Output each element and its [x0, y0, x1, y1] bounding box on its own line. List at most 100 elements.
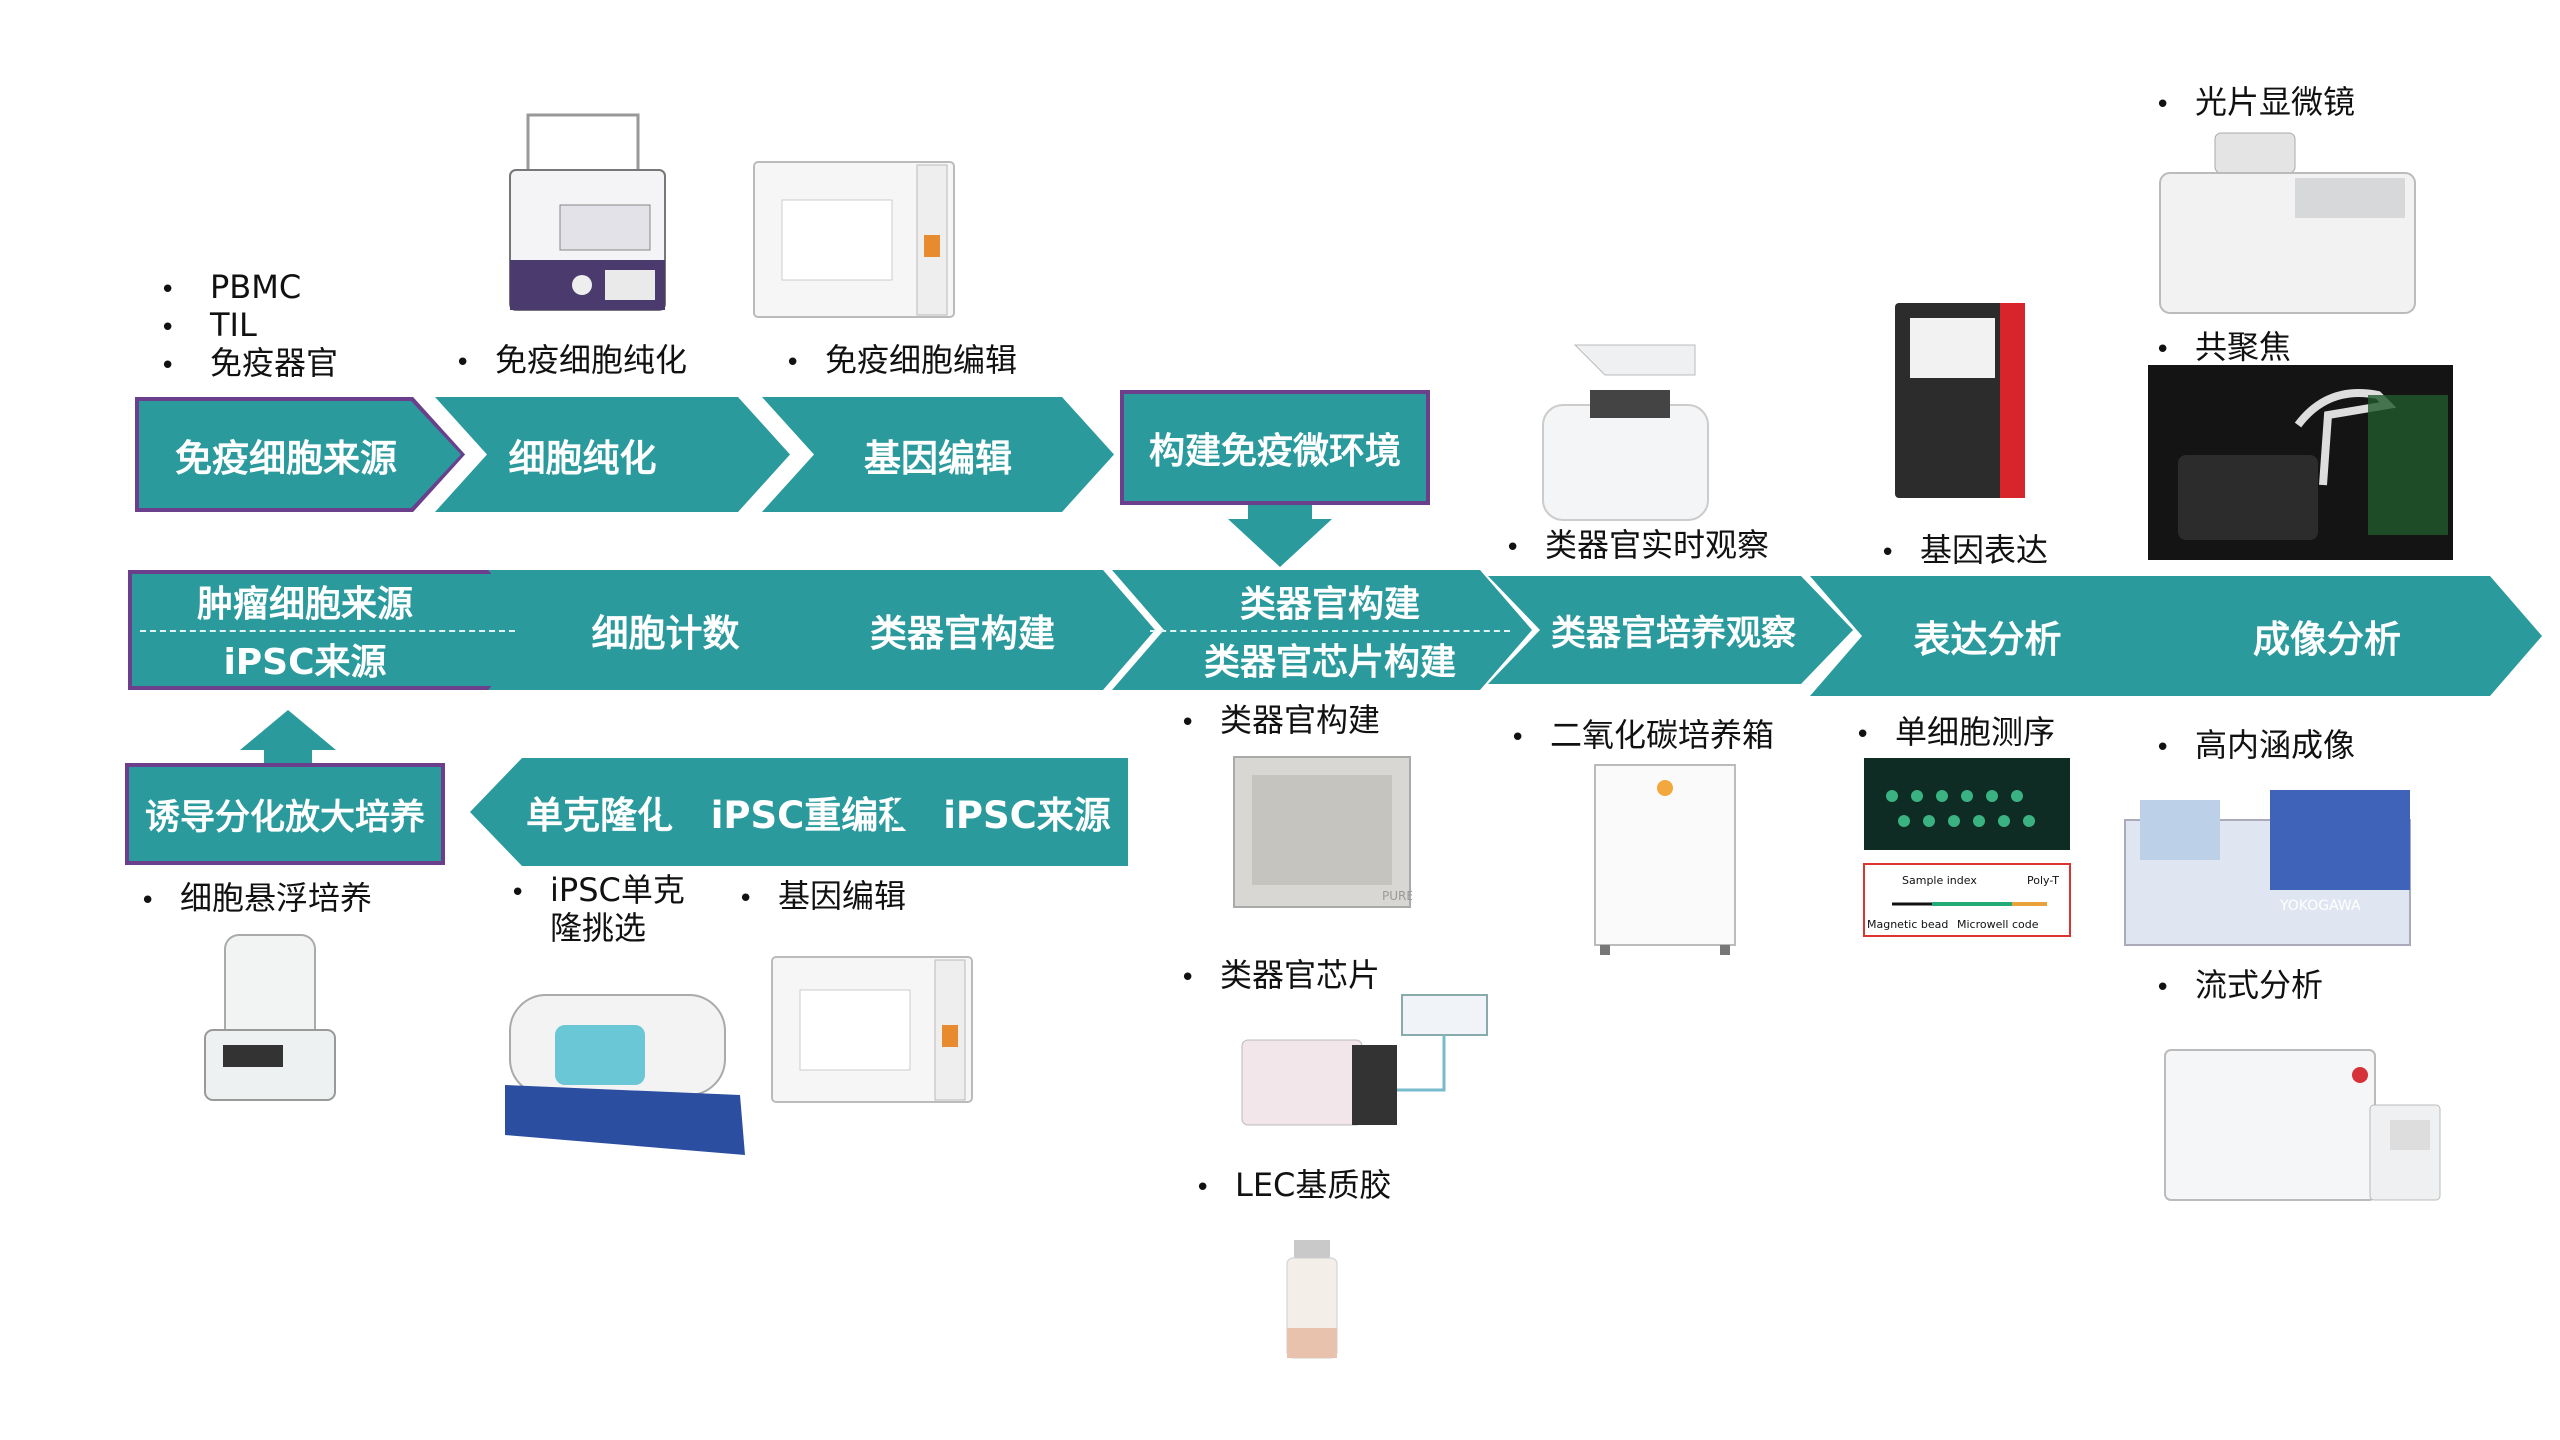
bullet-dot: • — [510, 878, 526, 908]
sc-sample-index-label: Sample index — [1902, 874, 1977, 887]
cell-purify-label: 细胞纯化 — [508, 436, 657, 480]
bullet-clone-pick-text-2: 隆挑选 — [550, 909, 647, 947]
organoid-chip-labels: 类器官构建 类器官芯片构建 — [1165, 572, 1495, 688]
bullet-confocal: •共聚焦 — [2155, 327, 2291, 370]
organoid-build-label-2: 类器官构建 — [1239, 584, 1420, 625]
bullet-dot: • — [160, 275, 176, 305]
cellpure-editor-device-image — [752, 160, 962, 320]
expression-label: 表达分析 — [1913, 618, 2062, 661]
bullet-immune-edit: • 免疫细胞编辑 — [785, 340, 1017, 383]
bullet-realtime-observe: •类器官实时观察 — [1505, 525, 1769, 568]
bullet-bottom-edit: • 基因编辑 — [738, 876, 906, 919]
bullet-clone-pick-line2: 隆挑选 — [550, 908, 646, 948]
high-content-imager-image: YOKOGAWA — [2120, 785, 2415, 950]
cell-purify-chevron: 细胞纯化 — [435, 397, 790, 512]
bullet-til: • TIL — [160, 305, 257, 348]
bullet-bottom-edit-text: 基因编辑 — [778, 877, 907, 915]
organoid-culture-chevron: 类器官培养观察 — [1488, 576, 1853, 684]
bullet-flow: • 流式分析 — [2155, 965, 2323, 1008]
up-arrow — [240, 710, 336, 772]
bullet-single-cell: • 单细胞测序 — [1855, 712, 2055, 755]
bullet-dot: • — [738, 884, 754, 914]
expression-chevron: 表达分析 — [1810, 576, 2165, 696]
bullet-organoid-build-text: 类器官构建 — [1220, 701, 1381, 739]
sc-magnetic-bead-label: Magnetic bead — [1867, 918, 1948, 931]
suspension-culture-device-image — [195, 930, 345, 1105]
bullet-suspension: • 细胞悬浮培养 — [140, 878, 372, 921]
single-cell-diagram-image: Sample index Poly-T Magnetic bead Microw… — [1862, 756, 2072, 941]
bullet-dot: • — [785, 348, 801, 378]
organoid-chip-build-label: 类器官芯片构建 — [1203, 642, 1456, 683]
cellpure-bottom-device-image — [770, 955, 980, 1105]
imaging-chevron: 成像分析 — [2112, 576, 2542, 696]
bullet-single-cell-text: 单细胞测序 — [1895, 713, 2056, 751]
lec-vial-image — [1282, 1238, 1342, 1363]
bullet-dot: • — [1180, 708, 1196, 738]
bullet-organoid-chip: •类器官芯片 — [1180, 955, 1380, 998]
confocal-microscope-image — [2148, 365, 2453, 560]
bullet-dot: • — [1195, 1173, 1211, 1203]
flow-cytometer-image — [2160, 1045, 2445, 1205]
bullet-dot: • — [2155, 973, 2171, 1003]
bullet-flow-text: 流式分析 — [2195, 966, 2324, 1004]
bullet-dot: • — [1855, 720, 1871, 750]
organoid-build-label: 类器官构建 — [870, 612, 1055, 655]
bullet-suspension-text: 细胞悬浮培养 — [180, 879, 373, 917]
monoclonal-label: 单克隆化 — [526, 794, 674, 837]
bullet-confocal-text: 共聚焦 — [2195, 328, 2292, 366]
bullet-pbmc-text: PBMC — [210, 268, 302, 306]
bullet-dot: • — [1510, 723, 1526, 753]
bullet-immune-edit-text: 免疫细胞编辑 — [825, 341, 1018, 379]
bullet-clone-pick-text-1: iPSC单克 — [550, 871, 685, 909]
organoid-chip-divider — [1150, 630, 1510, 632]
bullet-gene-expression-text: 基因表达 — [1920, 531, 2049, 569]
realtime-observer-device-image — [1535, 335, 1715, 530]
bullet-lightsheet: •光片显微镜 — [2155, 82, 2355, 125]
bullet-dot: • — [1880, 538, 1896, 568]
sc-microwell-code-label: Microwell code — [1957, 918, 2039, 931]
bullet-gene-expression: • 基因表达 — [1880, 530, 2048, 573]
tumor-ipsc-divider — [140, 630, 515, 632]
tumor-ipsc-labels: 肿瘤细胞来源 iPSC来源 — [150, 572, 460, 688]
gene-edit-chevron: 基因编辑 — [762, 397, 1114, 512]
cell-purifier-device-image — [500, 110, 675, 320]
sc-poly-t-label: Poly-T — [2027, 874, 2059, 887]
gene-edit-label: 基因编辑 — [864, 436, 1012, 480]
bullet-dot: • — [160, 313, 176, 343]
organoid-culture-label: 类器官培养观察 — [1550, 613, 1796, 654]
device-label-yokogawa: YOKOGAWA — [2279, 898, 2361, 914]
bullet-immune-purify: • 免疫细胞纯化 — [455, 340, 687, 383]
bullet-dot: • — [1505, 533, 1521, 563]
immune-source-box-inner — [139, 401, 461, 508]
bullet-dot: • — [140, 886, 156, 916]
ipsc-reprogram-label: iPSC重编程 — [710, 794, 916, 837]
ipsc-source-chevron: iPSC来源 — [888, 758, 1128, 866]
induce-expand-box: 诱导分化放大培养 — [125, 763, 445, 865]
bullet-hci: • 高内涵成像 — [2155, 725, 2355, 768]
ipsc-source-bottom-label: iPSC来源 — [943, 794, 1111, 837]
tumor-source-label: 肿瘤细胞来源 — [196, 584, 413, 625]
bullet-immune-purify-text: 免疫细胞纯化 — [495, 341, 688, 379]
gene-expression-device-image — [1880, 298, 2045, 503]
bullet-immune-organ-text: 免疫器官 — [210, 344, 339, 382]
ipsc-source-label: iPSC来源 — [223, 642, 387, 683]
bullet-til-text: TIL — [210, 306, 257, 344]
cell-count-chevron: 细胞计数 — [488, 570, 843, 690]
organoid-builder-device-image: PURE — [1232, 755, 1412, 920]
organoid-build-chevron: 类器官构建 — [770, 570, 1155, 690]
bullet-co2-incubator-text: 二氧化碳培养箱 — [1550, 716, 1775, 754]
bullet-dot: • — [455, 348, 471, 378]
cell-count-label: 细胞计数 — [591, 612, 740, 655]
immune-microenv-label: 构建免疫微环境 — [1148, 430, 1401, 472]
organoid-chip-device-image — [1232, 990, 1492, 1140]
lightsheet-microscope-image — [2155, 128, 2420, 318]
bullet-hci-text: 高内涵成像 — [2195, 726, 2356, 764]
immune-source-label: 免疫细胞来源 — [175, 436, 397, 480]
imaging-label: 成像分析 — [2253, 618, 2401, 661]
immune-source-box: 免疫细胞来源 — [135, 397, 465, 512]
bullet-clone-pick: • iPSC单克 — [510, 870, 685, 913]
bullet-dot: • — [2155, 733, 2171, 763]
down-arrow — [1228, 505, 1332, 567]
bullet-dot: • — [1180, 963, 1196, 993]
bullet-pbmc: • PBMC — [160, 267, 301, 310]
